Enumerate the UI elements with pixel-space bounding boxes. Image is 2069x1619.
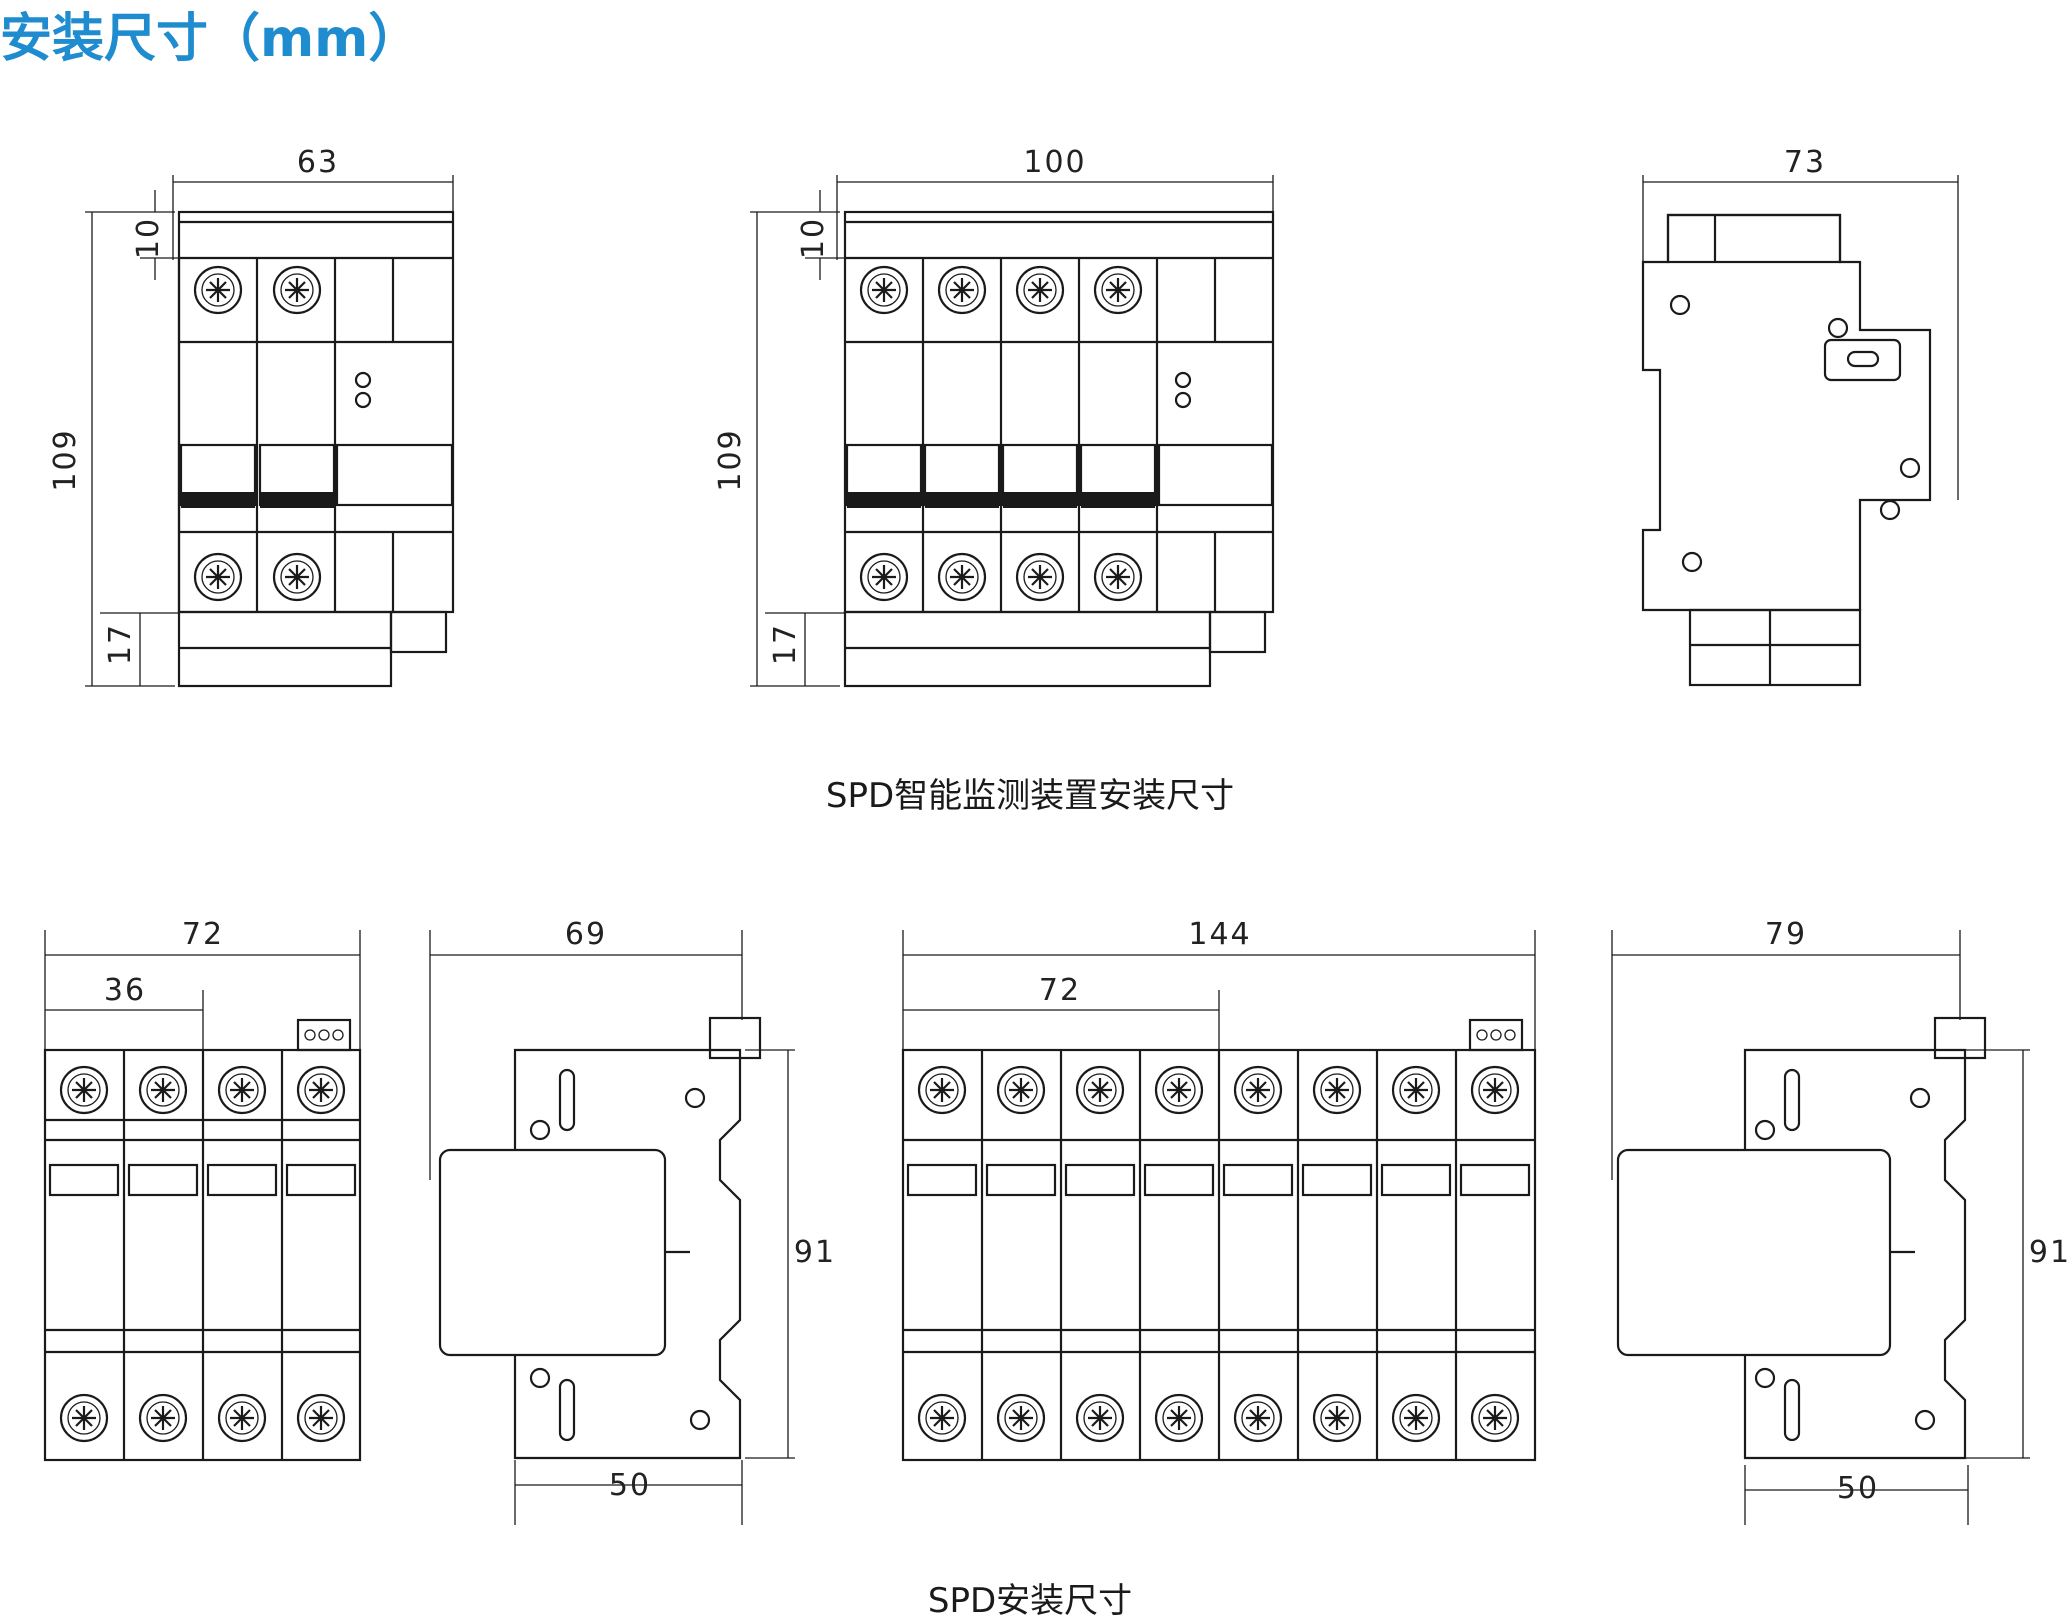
caption-monitor: SPD智能监测装置安装尺寸 [826,776,1234,816]
spd-side-view-wide: 79 91 50 [1611,917,2069,1525]
dim-width-69: 69 [565,917,607,952]
dim-height-109-b: 109 [713,428,748,491]
monitor-side-view: 73 [1641,145,1959,687]
dim-width-144: 144 [1188,917,1251,952]
dim-bottom-17-b: 17 [768,623,803,665]
dim-width-72: 72 [182,917,224,952]
spd-front-8pole: 144 72 [901,917,1537,1462]
dim-width-79: 79 [1765,917,1807,952]
dim-height-91-b: 91 [2029,1235,2069,1270]
monitor-front-2pole: 63 109 10 17 [48,145,455,688]
dim-base-50: 50 [609,1468,651,1503]
dim-width-100: 100 [1023,145,1086,180]
spd-side-view: 69 91 50 [429,917,836,1525]
dim-height-91: 91 [794,1235,836,1270]
spd-front-4pole: 72 36 [43,917,362,1462]
dim-half-72: 72 [1039,973,1081,1008]
dim-width-63: 63 [297,145,339,180]
dim-width-73: 73 [1784,145,1826,180]
dim-bottom-17: 17 [103,623,138,665]
monitor-front-4pole: 100 109 10 17 [713,145,1275,688]
dim-top-10-b: 10 [796,217,831,259]
dim-base-50-b: 50 [1837,1471,1879,1506]
dim-top-10: 10 [131,217,166,259]
dim-half-36: 36 [104,973,146,1008]
page-title: 安装尺寸（mm） [0,9,421,69]
dim-height-109: 109 [48,428,83,491]
caption-spd: SPD安装尺寸 [928,1581,1132,1619]
